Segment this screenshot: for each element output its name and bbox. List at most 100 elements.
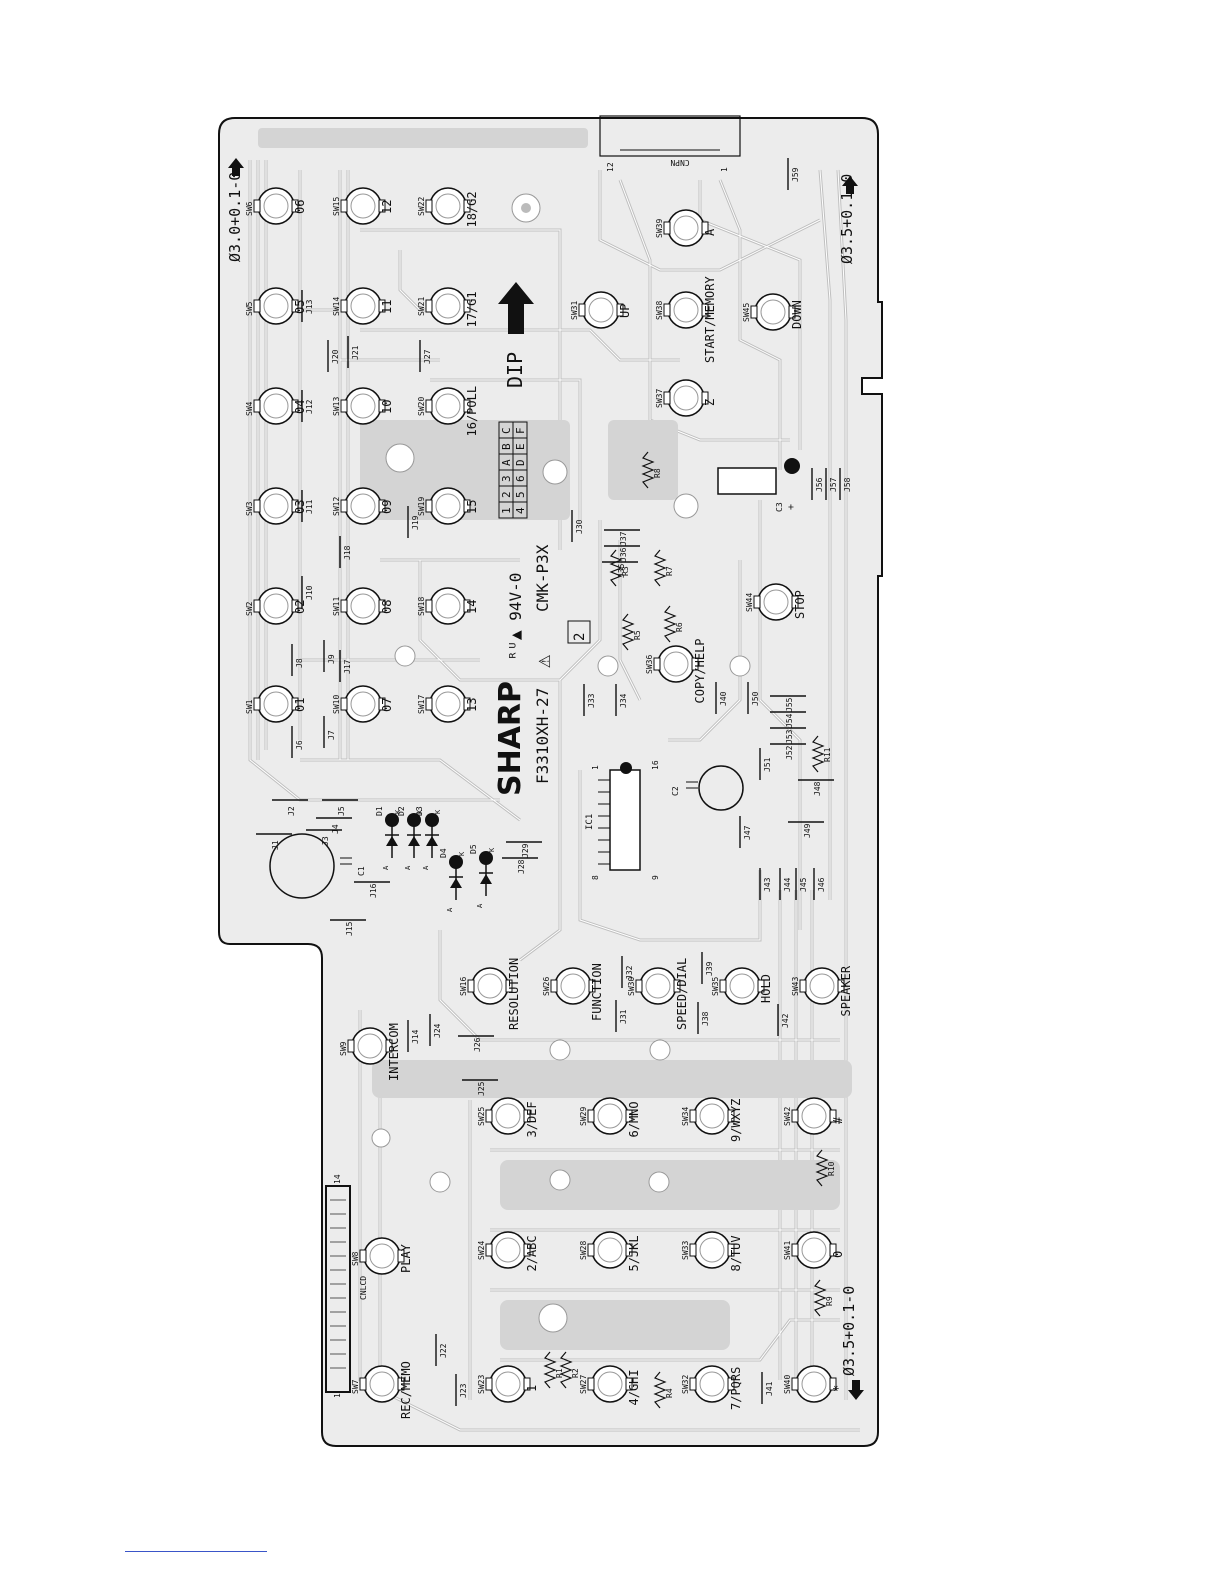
jumper-ref: J27 [423, 349, 432, 364]
switch-ref: SW14 [332, 297, 341, 316]
switch-ref: SW34 [681, 1107, 690, 1126]
jumper-j1: J1 [256, 833, 292, 850]
jumper-ref: J44 [783, 877, 792, 892]
diode-anode: A [422, 865, 430, 870]
resistor-ref: R11 [823, 747, 832, 762]
mounting-pads [371, 193, 751, 1333]
jumper-j28: J28 [502, 857, 538, 874]
switch-ref: SW18 [417, 597, 426, 616]
switch-key-label: 16/POLL [465, 386, 479, 437]
diode-anode: A [446, 907, 454, 912]
jumper-j19: J19 [407, 506, 420, 538]
switch-key-label: A [703, 228, 717, 236]
dip-grid-cell: E [514, 443, 527, 450]
switch-key-label: 17/G1 [465, 291, 479, 327]
switch-key-label: 2/ABC [525, 1235, 539, 1271]
switch-key-label: 1 [525, 1385, 539, 1392]
switch-key-label: INTERCOM [387, 1023, 401, 1081]
switch-ref: SW9 [339, 1041, 348, 1056]
jumper-j59: J59 [787, 158, 800, 190]
switch-sw40: SW40* [783, 1365, 845, 1403]
switch-key-label: COPY/HELP [693, 638, 707, 703]
switch-key-label: 09 [380, 500, 394, 514]
jumper-j35: J35 [602, 561, 638, 578]
jumper-ref: J20 [331, 349, 340, 364]
diode-anode: A [476, 903, 484, 908]
diode-ref: D5 [469, 844, 478, 854]
switch-ref: SW10 [332, 695, 341, 714]
switch-ref: SW16 [459, 977, 468, 996]
warning-icon: ⚠ [531, 655, 556, 668]
switch-key-label: 9/WXYZ [729, 1099, 743, 1142]
switch-key-label: 10 [380, 400, 394, 414]
dip-grid-cell: 4 [514, 507, 527, 514]
jumper-j42: J42 [777, 1004, 790, 1036]
resistor-r11: R11 [811, 735, 832, 773]
jumper-ref: J18 [343, 545, 352, 560]
jumper-j8: J8 [291, 644, 304, 676]
switch-ref: SW23 [477, 1375, 486, 1394]
hole-bottom-right-label: Ø3.5+0.1-0 [840, 1286, 858, 1376]
jumper-ref: J36 [619, 547, 628, 562]
diode-ref: D2 [397, 806, 406, 816]
switch-ref: SW20 [417, 397, 426, 416]
jumper-j3: J3 [306, 829, 342, 846]
switch-sw20: SW20 16/POLL [417, 386, 479, 437]
switch-key-label: UP [618, 304, 632, 318]
jumper-ref: J13 [305, 299, 314, 314]
switch-ref: SW28 [579, 1241, 588, 1260]
jumper-j23: J23 [455, 1374, 468, 1406]
dip-grid-cell: B [500, 443, 513, 450]
jumper-ref: J11 [305, 499, 314, 514]
resistor-r7: R7 [653, 549, 674, 587]
jumper-ref: J47 [743, 825, 752, 840]
jumper-j18: J18 [339, 536, 352, 568]
switch-ref: SW27 [579, 1375, 588, 1394]
switch-sw23: SW23 1 [477, 1365, 539, 1403]
resistor-ref: R8 [653, 468, 662, 478]
switch-ref: SW13 [332, 397, 341, 416]
jumper-ref: J8 [295, 658, 304, 668]
jumper-j6: J6 [291, 726, 304, 758]
switch-key-label: 5/JKL [627, 1235, 641, 1271]
switch-ref: SW44 [745, 593, 754, 612]
jumper-ref: J37 [619, 531, 628, 546]
resistor-r3: R3 [609, 549, 630, 587]
board-markings: SHARP ᴿᵁ ▲ 94V-0 F3310XH-27 ⚠ CMK-P3X 2 [493, 544, 591, 796]
diode-ref: D1 [375, 806, 384, 816]
jumper-ref: J43 [763, 877, 772, 892]
switch-key-label: 0 [831, 1251, 845, 1258]
jumper-j21: J21 [347, 336, 360, 368]
switch-key-label: HOLD [759, 974, 773, 1003]
switch-ref: SW3 [245, 501, 254, 516]
jumper-ref: J17 [343, 659, 352, 674]
switch-ref: SW36 [645, 655, 654, 674]
arrow-up-icon [842, 176, 858, 194]
hole-top-left-label: Ø3.0+0.1-0 [226, 172, 244, 262]
jumper-j58: J58 [839, 468, 852, 500]
resistor-r1: R1 [543, 1351, 564, 1389]
jumper-ref: J52 [785, 745, 794, 760]
jumper-j9: J9 [323, 640, 336, 672]
c3-polarity: + [786, 504, 797, 510]
jumper-j7: J7 [323, 716, 336, 748]
jumper-j13: J13 [301, 290, 314, 322]
jumper-ref: J50 [751, 691, 760, 706]
switch-sw13: SW13 10 [332, 387, 394, 425]
diode-anode: A [404, 865, 412, 870]
switch-key-label: 06 [293, 200, 307, 214]
switch-key-label: 18/G2 [465, 191, 479, 227]
jumper-ref: J7 [327, 730, 336, 740]
